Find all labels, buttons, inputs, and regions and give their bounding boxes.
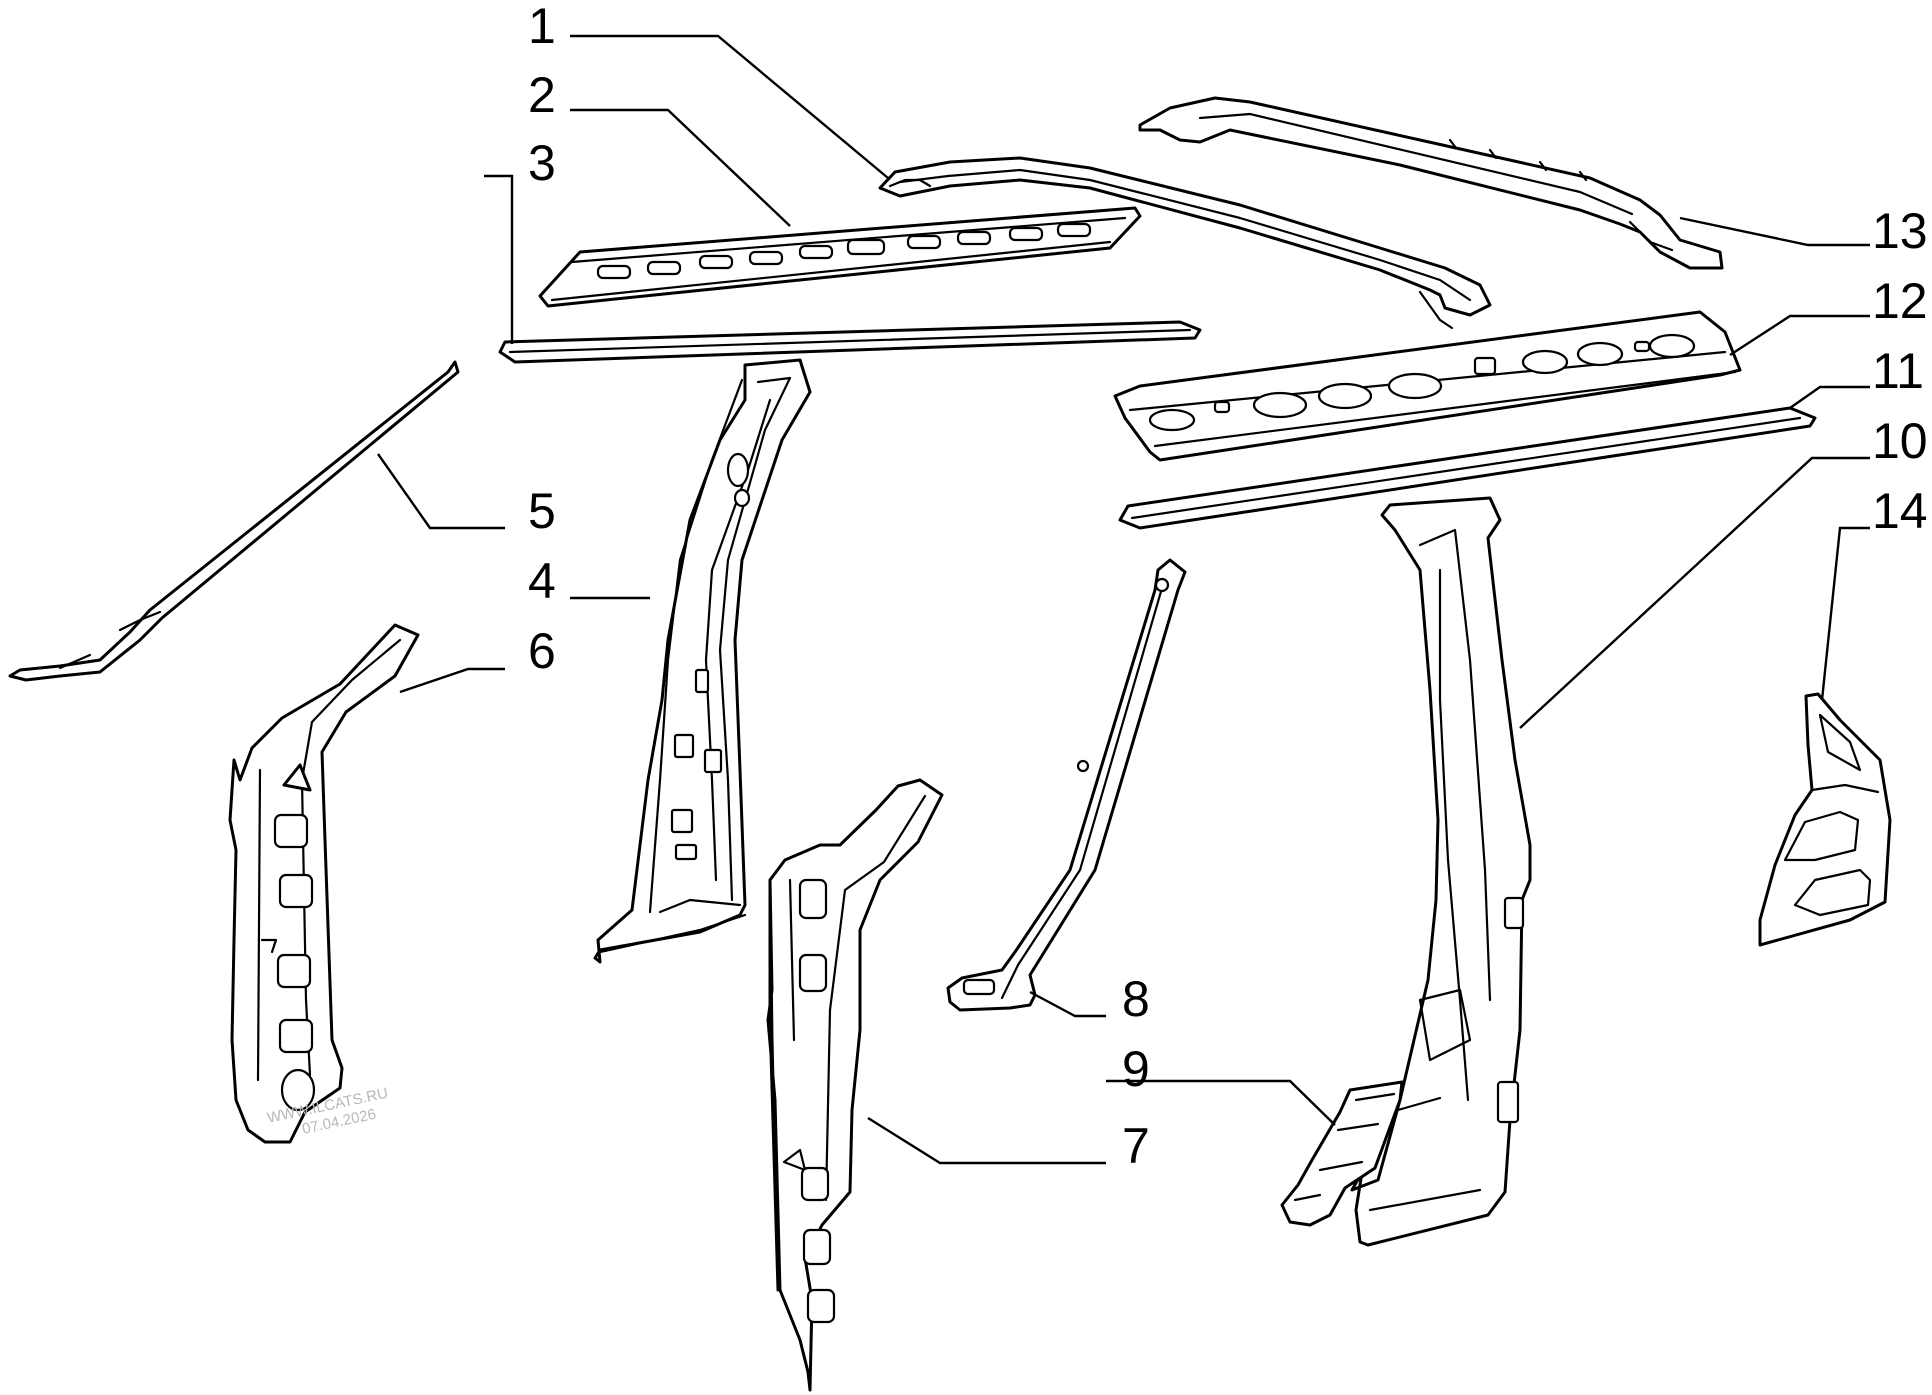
leader-5: [377, 453, 505, 530]
part-6-front-pillar-inner: [228, 623, 420, 1144]
leader-7: [867, 1116, 1106, 1165]
leader-11: [1789, 385, 1870, 409]
part-4-a-pillar: [593, 358, 812, 964]
part-2-roof-stiffener: [538, 206, 1142, 308]
callout-11: 11: [1872, 343, 1924, 399]
part-3-roof-strip: [498, 320, 1202, 364]
part-13-roof-rail-rear: [1138, 96, 1724, 270]
callout-12: 12: [1872, 273, 1928, 329]
callout-7: 7: [1122, 1118, 1150, 1174]
leader-10: [1519, 456, 1870, 729]
callout-6: 6: [528, 623, 556, 679]
part-8-pillar-reinforcement: [946, 558, 1187, 1012]
leader-lines: [377, 34, 1870, 1165]
part-10-center-pillar: [1350, 496, 1532, 1247]
callout-14: 14: [1872, 483, 1928, 539]
callout-8: 8: [1122, 971, 1150, 1027]
leader-14: [1820, 526, 1870, 701]
callout-2: 2: [528, 67, 556, 123]
part-5-windscreen-strip: [8, 360, 460, 682]
leader-6: [399, 667, 505, 694]
leader-8: [1029, 990, 1106, 1018]
callout-13: 13: [1872, 203, 1928, 259]
callout-4: 4: [528, 553, 556, 609]
callout-labels: 1 2 3 5 4 6 8 9 7 13 12 11 10 14: [528, 0, 1928, 1174]
callout-3: 3: [528, 135, 556, 191]
callout-1: 1: [528, 0, 556, 54]
leader-9: [1106, 1079, 1336, 1126]
part-11-side-strip: [1118, 406, 1817, 530]
callout-10: 10: [1872, 413, 1928, 469]
leader-12: [1729, 314, 1870, 357]
part-1-roof-rail-front: [878, 156, 1492, 330]
leader-3: [484, 174, 514, 344]
leader-1: [570, 34, 889, 179]
part-12-roof-cross-member: [1113, 310, 1742, 462]
leader-13: [1679, 216, 1870, 247]
part-14-rear-quarter-bracket: [1758, 692, 1892, 947]
leader-2: [570, 108, 791, 227]
callout-9: 9: [1122, 1041, 1150, 1097]
callout-5: 5: [528, 483, 556, 539]
part-9-sill-reinforcement: [1280, 1080, 1404, 1227]
part-7-b-pillar-inner: [766, 778, 944, 1392]
